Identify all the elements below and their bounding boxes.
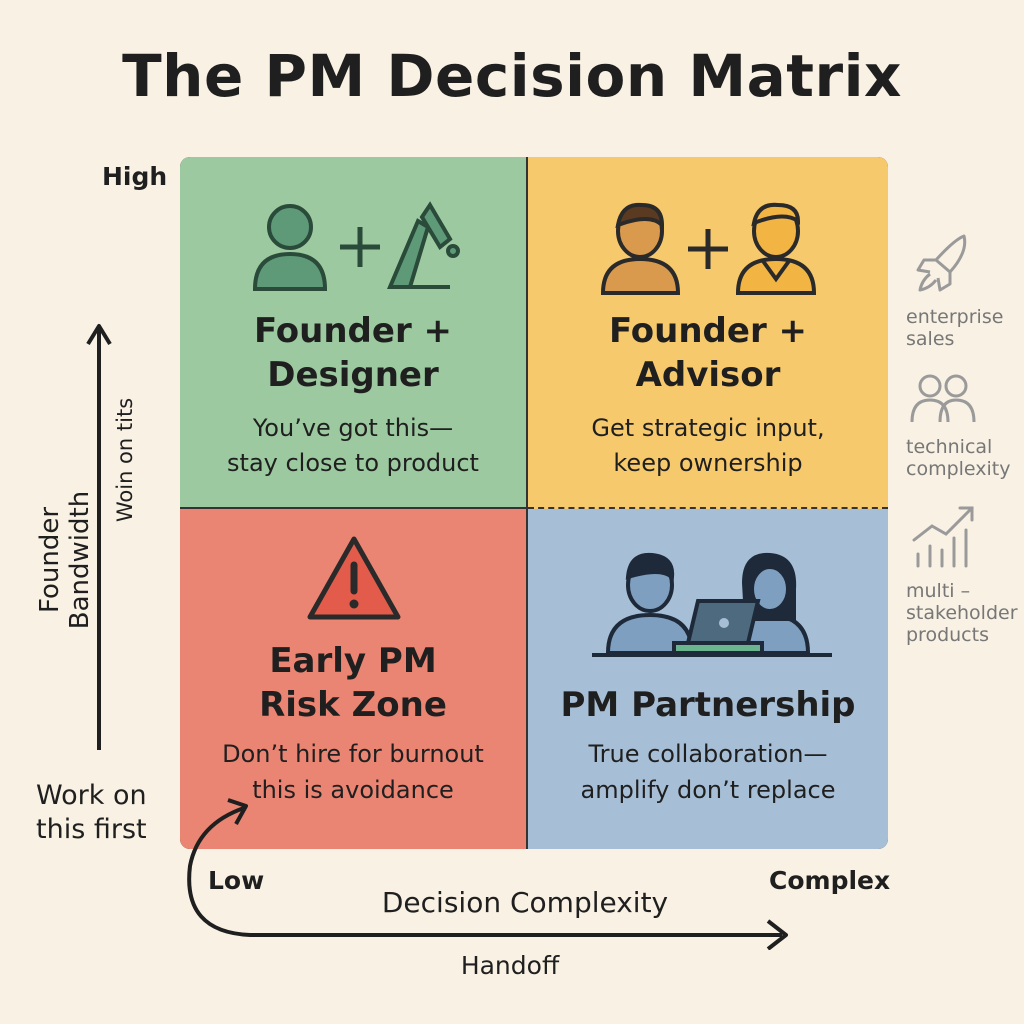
growth-chart-icon	[912, 506, 974, 568]
quadrant-title: Risk Zone	[259, 685, 447, 725]
quadrant-early-pm-risk: Early PM Risk Zone Don’t hire for burnou…	[180, 509, 528, 849]
quadrant-description: this is avoidance	[252, 776, 454, 804]
two-people-icon	[600, 202, 817, 295]
decision-matrix: Founder + Designer You’ve got this— stay…	[180, 157, 888, 849]
x-axis-label: Decision Complexity	[381, 886, 669, 919]
side-item-label: technical	[906, 436, 993, 458]
y-axis-sublabel: Woin on tits	[113, 397, 137, 523]
quadrant-description: keep ownership	[613, 449, 803, 477]
quadrant-description: stay close to product	[227, 449, 479, 477]
y-axis-high-label: High	[102, 162, 168, 191]
work-first-label: Work on	[36, 780, 147, 811]
rocket-icon	[916, 234, 967, 292]
side-item-label: complexity	[906, 458, 1011, 480]
x-axis-complex-label: Complex	[769, 866, 891, 895]
x-axis-low-label: Low	[208, 866, 265, 895]
side-item-label: sales	[906, 328, 955, 350]
quadrant-title: Early PM	[269, 641, 437, 681]
page-title: The PM Decision Matrix	[122, 42, 902, 110]
person-plus-pen-icon	[252, 201, 460, 291]
quadrant-pm-partnership: PM Partnership True collaboration— ampli…	[528, 509, 888, 849]
y-axis-arrow	[86, 324, 112, 750]
quadrant-description: True collaboration—	[588, 740, 828, 768]
quadrant-description: You’ve got this—	[252, 414, 454, 442]
quadrant-description: Get strategic input,	[591, 414, 825, 442]
side-item-label: products	[906, 624, 989, 646]
handoff-label: Handoff	[460, 951, 560, 980]
warning-icon	[307, 536, 401, 620]
side-item-label: stakeholder	[906, 602, 1018, 624]
quadrant-title: Founder +	[608, 311, 808, 351]
quadrant-title: PM Partnership	[560, 685, 856, 725]
people-icon	[910, 374, 976, 423]
side-item-label: multi –	[906, 580, 971, 602]
quadrant-founder-designer: Founder + Designer You’ve got this— stay…	[180, 157, 528, 509]
side-item-label: enterprise	[906, 306, 1004, 328]
quadrant-description: Don’t hire for burnout	[222, 740, 484, 768]
work-first-label: this first	[36, 814, 147, 845]
quadrant-title: Advisor	[635, 355, 781, 395]
quadrant-title: Designer	[267, 355, 439, 395]
quadrant-title: Founder +	[253, 311, 453, 351]
handoff-arrow	[187, 798, 788, 950]
y-axis-label: Founder Bandwidth	[35, 490, 95, 630]
quadrant-founder-advisor: Founder + Advisor Get strategic input, k…	[528, 157, 888, 509]
quadrant-description: amplify don’t replace	[580, 776, 836, 804]
collaboration-laptop-icon	[592, 552, 832, 657]
